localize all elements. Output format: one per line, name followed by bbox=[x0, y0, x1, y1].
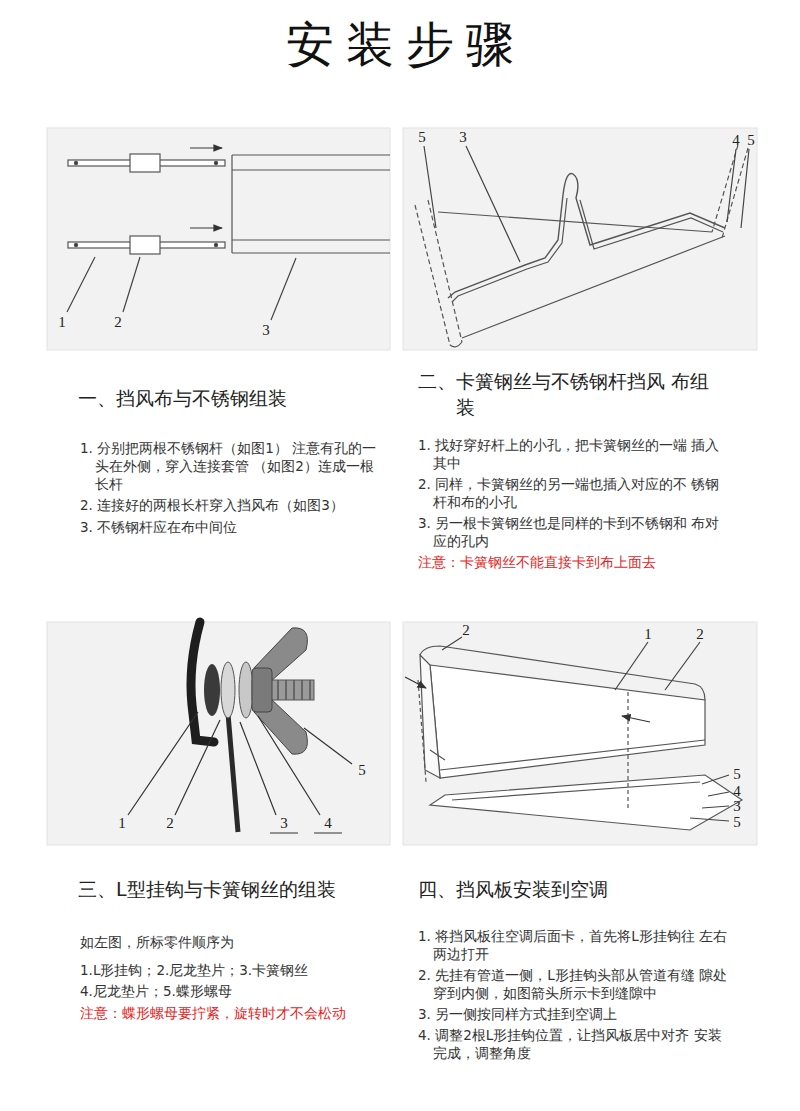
figure-panel bbox=[47, 128, 757, 845]
step-text: 1. 将挡风板往空调后面卡，首先将L形挂钩往 左右两边打开 bbox=[418, 928, 728, 964]
rod-and-cloth-figure-part bbox=[190, 147, 222, 148]
step-text: 3. 另一根卡簧钢丝也是同样的卡到不锈钢和 布对应的孔内 bbox=[418, 515, 728, 551]
air-conditioner-figure-part bbox=[452, 782, 700, 800]
callout-number: 3 bbox=[731, 798, 743, 815]
hook-assembly-figure-part bbox=[128, 712, 352, 833]
callout-number: 3 bbox=[457, 129, 469, 146]
rod-and-cloth-figure-part bbox=[74, 243, 77, 246]
note-text: 1.L形挂钩；2.尼龙垫片；3.卡簧钢丝 bbox=[80, 962, 390, 980]
callout-number: 4 bbox=[731, 783, 743, 800]
figure-panel-part bbox=[403, 622, 757, 845]
rod-and-cloth-figure-part bbox=[130, 236, 160, 254]
spring-wire-figure bbox=[415, 145, 749, 347]
spring-wire-figure-part bbox=[450, 342, 462, 347]
rod-and-cloth-figure-part bbox=[232, 155, 390, 253]
rod-and-cloth-figure bbox=[67, 148, 390, 320]
section-heading: 二、卡簧钢丝与不锈钢杆挡风 布组装 bbox=[418, 369, 728, 420]
note-text: 4.尼龙垫片；5.蝶形螺母 bbox=[80, 983, 390, 1001]
spring-wire-figure-part bbox=[438, 212, 725, 338]
air-conditioner-figure bbox=[405, 637, 742, 830]
spring-wire-figure-part bbox=[424, 146, 749, 262]
step-text: 4. 调整2根L形挂钩位置，让挡风板居中对齐 安装完成，调整角度 bbox=[418, 1027, 728, 1063]
callout-number: 1 bbox=[56, 314, 68, 331]
callout-number: 5 bbox=[416, 129, 428, 146]
callout-number: 4 bbox=[322, 815, 334, 832]
callout-number: 5 bbox=[356, 762, 368, 779]
step-text: 2. 同样，卡簧钢丝的另一端也插入对应的不 锈钢杆和布的小孔 bbox=[418, 476, 728, 512]
section-heading: 三、L型挂钩与卡簧钢丝的组装 bbox=[78, 877, 398, 903]
step-text: 3. 不锈钢杆应在布中间位 bbox=[80, 519, 385, 537]
hook-assembly-figure-part bbox=[252, 668, 272, 712]
air-conditioner-figure-part bbox=[405, 677, 426, 688]
spring-wire-figure-part bbox=[415, 200, 462, 345]
callout-number: 5 bbox=[731, 766, 743, 783]
warning-note: 注意：卡簧钢丝不能直接卡到布上面去 bbox=[418, 554, 748, 572]
rod-and-cloth-figure-part bbox=[214, 243, 217, 246]
section-heading: 四、挡风板安装到空调 bbox=[418, 877, 738, 903]
spring-wire-figure-part bbox=[452, 198, 723, 302]
callout-number: 4 bbox=[730, 132, 742, 149]
rod-and-cloth-figure-part bbox=[214, 161, 217, 164]
page-title: 安装步骤 bbox=[286, 18, 526, 71]
air-conditioner-figure-part bbox=[622, 716, 650, 722]
rod-and-cloth-figure-part bbox=[67, 257, 296, 320]
hook-assembly-figure-part bbox=[204, 664, 220, 716]
hook-assembly-figure-part bbox=[221, 662, 235, 718]
warning-note: 注意：蝶形螺母要拧紧，旋转时才不会松动 bbox=[80, 1005, 395, 1023]
air-conditioner-figure-part bbox=[430, 740, 705, 770]
callout-number: 5 bbox=[731, 814, 743, 831]
figure-panel-part bbox=[403, 128, 757, 350]
air-conditioner-figure-part bbox=[418, 680, 628, 810]
air-conditioner-figure-part bbox=[430, 775, 742, 830]
spring-wire-figure-part bbox=[448, 173, 725, 298]
air-conditioner-figure-part bbox=[442, 637, 729, 821]
air-conditioner-figure-part bbox=[430, 665, 705, 778]
callout-number: 2 bbox=[164, 815, 176, 832]
hook-assembly-figure bbox=[128, 622, 352, 833]
callout-number: 5 bbox=[745, 132, 757, 149]
step-text: 2. 先挂有管道一侧，L形挂钩头部从管道有缝 隙处穿到内侧，如图箭头所示卡到缝隙… bbox=[418, 967, 728, 1003]
rod-and-cloth-figure-part bbox=[130, 154, 160, 172]
step-text: 3. 另一侧按同样方式挂到空调上 bbox=[418, 1006, 728, 1024]
callout-number: 2 bbox=[460, 622, 472, 639]
figure-panel-part bbox=[47, 622, 390, 845]
step-text: 1. 分别把两根不锈钢杆（如图1） 注意有孔的一头在外侧，穿入连接套管 （如图2… bbox=[80, 440, 385, 493]
note-text: 如左图，所标零件顺序为 bbox=[80, 934, 390, 952]
hook-assembly-figure-part bbox=[239, 662, 253, 718]
section-heading: 一、挡风布与不锈钢组装 bbox=[78, 386, 398, 412]
callout-number: 1 bbox=[642, 626, 654, 643]
air-conditioner-figure-part bbox=[420, 655, 440, 778]
rod-and-cloth-figure-part bbox=[74, 161, 77, 164]
callout-number: 2 bbox=[112, 314, 124, 331]
callout-number: 1 bbox=[116, 815, 128, 832]
figure-panel-part bbox=[47, 128, 390, 350]
rod-and-cloth-figure-part bbox=[190, 227, 222, 228]
callout-number: 3 bbox=[260, 322, 272, 339]
callout-number: 2 bbox=[694, 626, 706, 643]
callout-number: 3 bbox=[278, 815, 290, 832]
step-text: 1. 找好穿好杆上的小孔，把卡簧钢丝的一端 插入其中 bbox=[418, 437, 728, 473]
step-text: 2. 连接好的两根长杆穿入挡风布（如图3） bbox=[80, 497, 385, 515]
